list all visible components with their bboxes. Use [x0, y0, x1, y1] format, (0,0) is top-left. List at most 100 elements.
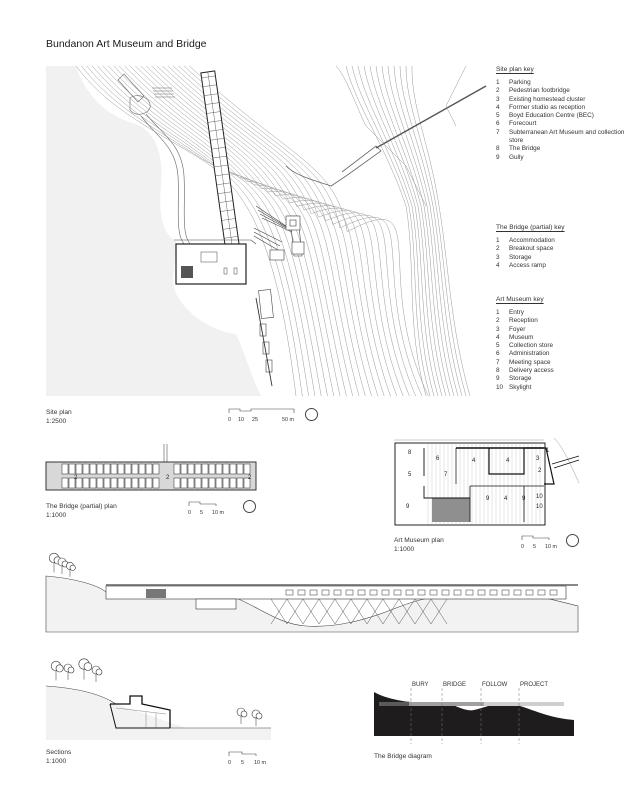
accommodation-room [152, 463, 160, 475]
accommodation-room [131, 463, 139, 475]
boyd-education-centre [255, 289, 274, 387]
contour-line [173, 65, 410, 397]
site-plan-drawing [46, 65, 487, 397]
accommodation-room [61, 463, 69, 475]
contour-line [381, 65, 451, 397]
truss-member [414, 598, 432, 625]
footbridge-path [285, 145, 382, 187]
accommodation-room [215, 463, 223, 475]
museum-plan-scale: 1:1000 [394, 546, 415, 553]
key-label: Delivery access [509, 367, 554, 375]
stage-label: FOLLOW [482, 682, 508, 688]
tree [91, 665, 103, 682]
accommodation-room [75, 463, 83, 475]
room-label: 7 [444, 472, 448, 478]
room-label: 8 [408, 450, 412, 456]
scale-label: 5 [200, 510, 203, 516]
tree [66, 562, 76, 577]
accommodation-room [61, 477, 69, 489]
contour-line [135, 65, 366, 397]
contour-line [75, 65, 297, 397]
key-number: 3 [496, 95, 500, 103]
homestead-cluster [269, 215, 305, 261]
accommodation-room [110, 463, 118, 475]
room-label: 2 [538, 468, 542, 474]
site-plan-scale-bar: 0 10 25 50 m [228, 407, 298, 425]
accommodation-room [68, 463, 76, 475]
window [441, 589, 450, 596]
room-label: 4 [472, 458, 476, 464]
ground-profile [46, 686, 271, 740]
window [381, 589, 390, 596]
dark-facade [146, 589, 166, 598]
accommodation-room [124, 463, 132, 475]
truss-member [350, 598, 368, 625]
key-label: Existing homestead cluster [509, 95, 586, 103]
truss-member [366, 598, 384, 625]
accommodation-room [103, 463, 111, 475]
key-number: 6 [496, 350, 500, 358]
contour-line [399, 65, 463, 397]
contour-line [113, 65, 341, 397]
accommodation-room [89, 463, 97, 475]
contour-line [405, 65, 467, 397]
tree [78, 658, 93, 680]
bridge-diagram-caption: The Bridge diagram [374, 753, 432, 760]
collection-store-tint [432, 498, 470, 522]
north-arrow-icon [305, 408, 318, 421]
bridge-partial-plan-drawing: 2 2 2 [45, 444, 257, 491]
site-plan-key-title: Site plan key [496, 66, 534, 73]
window [453, 589, 462, 596]
key-number: 10 [496, 383, 504, 391]
room-label: 4 [506, 458, 510, 464]
window [513, 589, 522, 596]
parking [117, 73, 175, 115]
bridge-plan-scale-bar: 0 5 10 m [188, 500, 228, 518]
room-label: 4 [504, 496, 508, 502]
window [489, 589, 498, 596]
key-number: 3 [496, 253, 500, 261]
key-label: Administration [509, 350, 550, 358]
key-number: 9 [496, 375, 500, 383]
accommodation-room [82, 463, 90, 475]
contour-line [189, 65, 429, 397]
key-number: 2 [496, 245, 500, 253]
key-label: Reception [509, 317, 538, 325]
room-label: 3 [536, 456, 540, 462]
long-section-drawing [45, 552, 579, 633]
accommodation-room [96, 477, 104, 489]
accommodation-room [208, 477, 216, 489]
window [357, 589, 366, 596]
tree [63, 663, 75, 680]
key-label: Access ramp [509, 261, 546, 269]
museum-section [195, 598, 237, 610]
stage-label: BURY [412, 682, 429, 688]
contour-line [167, 65, 404, 397]
bridge-bar-dark [379, 702, 409, 706]
scale-label: 5 [241, 760, 244, 766]
scale-label: 10 m [254, 760, 266, 766]
scale-label: 10 [238, 417, 244, 423]
accommodation-room [138, 463, 146, 475]
site-plan-caption: Site plan [46, 409, 72, 416]
accommodation-room [117, 477, 125, 489]
key-label: Boyd Education Centre (BEC) [509, 112, 594, 120]
accommodation-room [173, 477, 181, 489]
tree [50, 660, 64, 681]
contour-line [345, 65, 427, 397]
window [549, 589, 558, 596]
key-number: 1 [496, 237, 500, 244]
truss-member [286, 598, 304, 625]
accommodation-room [180, 477, 188, 489]
accommodation-room [243, 477, 251, 489]
key-number: 2 [496, 87, 500, 95]
scale-label: 0 [188, 510, 191, 516]
key-number: 3 [496, 325, 500, 333]
